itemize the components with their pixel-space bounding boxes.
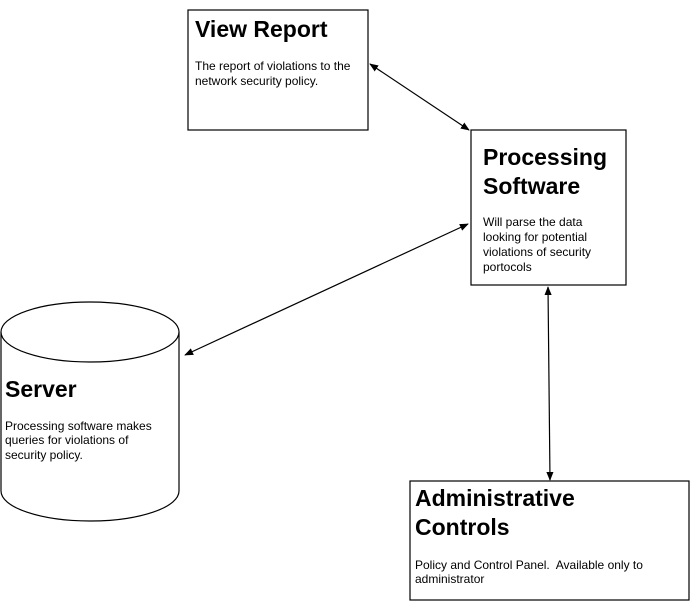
edge-server-processing-software[interactable] [184, 223, 469, 356]
node-administrative-controls-desc-line-2: administrator [415, 572, 484, 586]
edges [184, 63, 554, 481]
node-server-title: Server [5, 376, 77, 402]
node-server-cylinder-top [0, 301, 180, 363]
node-processing-software-desc-line-4: portocols [483, 260, 532, 274]
node-administrative-controls-desc-line-1: Policy and Control Panel. Available only… [415, 558, 643, 572]
node-administrative-controls-title: Administrative Controls [415, 485, 581, 540]
node-view-report-desc-line-2: network security policy. [195, 74, 318, 88]
node-server-cylinder-body [0, 332, 180, 522]
node-server-title-line-1: Server [5, 376, 77, 402]
node-processing-software-title-line-2: Software [483, 173, 580, 199]
node-administrative-controls-description: Policy and Control Panel. Available only… [415, 558, 643, 586]
node-administrative-controls-title-line-2: Controls [415, 514, 510, 540]
node-processing-software-desc-line-3: violations of security [483, 245, 591, 259]
node-processing-software-desc-line-1: Will parse the data [483, 215, 583, 229]
node-server-desc-line-1: Processing software makes [5, 419, 152, 433]
node-server-desc-line-2: queries for violations of [5, 433, 129, 447]
edge-view-report-processing-software[interactable] [369, 63, 470, 131]
node-server[interactable]: Server Processing software makes queries… [0, 301, 180, 522]
edge-processing-software-administrative-controls[interactable] [544, 286, 554, 481]
node-processing-software-box [470, 129, 627, 286]
node-processing-software-description: Will parse the data looking for potentia… [483, 215, 594, 274]
node-administrative-controls-box [409, 480, 690, 601]
node-view-report-description: The report of violations to the network … [195, 59, 354, 88]
node-processing-software[interactable]: Processing Software Will parse the data … [470, 129, 627, 286]
node-server-desc-line-3: security policy. [5, 448, 83, 462]
node-view-report-title: View Report [195, 16, 328, 42]
node-processing-software-desc-line-2: looking for potential [483, 230, 587, 244]
node-processing-software-title-line-1: Processing [483, 144, 607, 170]
node-processing-software-title: Processing Software [483, 144, 613, 199]
node-view-report-title-line-1: View Report [195, 16, 328, 42]
node-administrative-controls-title-line-1: Administrative [415, 485, 575, 511]
node-server-description: Processing software makes queries for vi… [5, 419, 155, 462]
node-view-report-desc-line-1: The report of violations to the [195, 59, 351, 73]
node-view-report-box [187, 9, 369, 131]
node-view-report[interactable]: View Report The report of violations to … [187, 9, 369, 131]
